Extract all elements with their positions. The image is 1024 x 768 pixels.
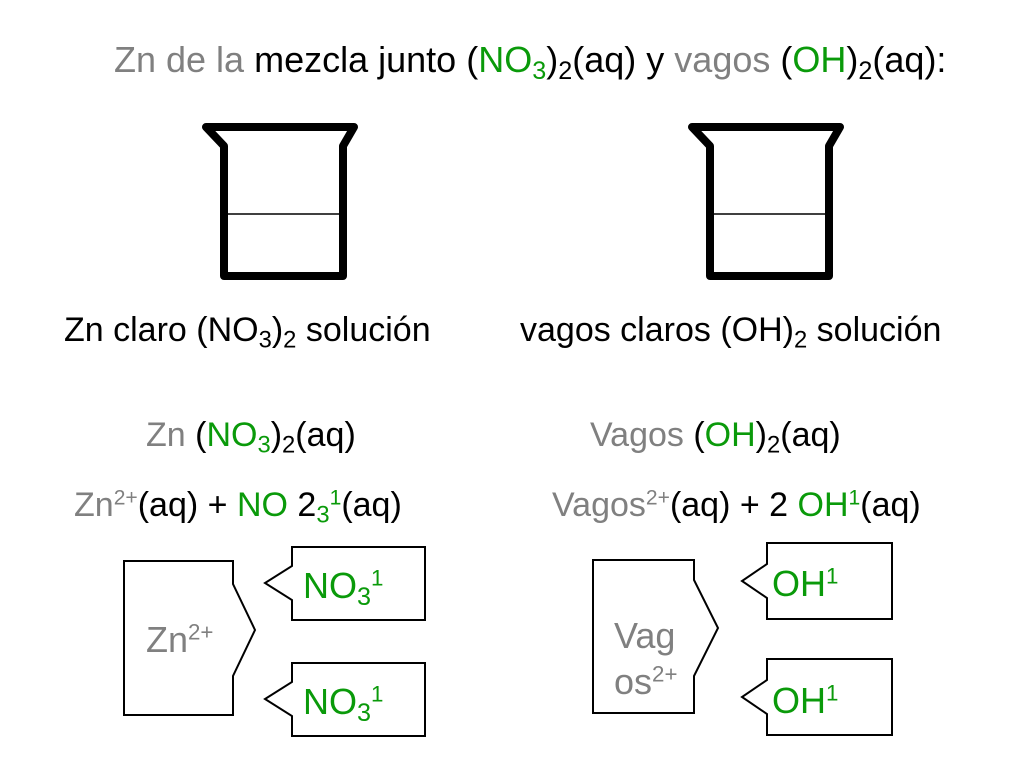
zn-cation-label: Zn2+	[146, 619, 214, 660]
vagos-cation-label-line1: Vag	[614, 615, 676, 656]
beaker-left-label: Zn claro (NO3)2 solución	[64, 311, 431, 354]
zn-cation-tile	[123, 560, 257, 716]
beaker-right-label: vagos claros (OH)2 solución	[520, 311, 942, 354]
nitrate-bottom-label: NO31	[303, 681, 384, 728]
hydroxide-bottom-label: OH1	[772, 680, 839, 721]
vagos-cation-tile	[592, 559, 720, 714]
vagos-cation-label-line2: os2+	[614, 661, 678, 702]
title-aq-y: (aq) y	[572, 39, 665, 80]
title-oh: OH	[792, 39, 847, 80]
title-no-sub: 3	[532, 57, 547, 86]
title-zn: Zn de la	[114, 39, 245, 80]
hydroxide-top-label: OH1	[772, 563, 839, 604]
nitrate-top-tile	[263, 546, 426, 621]
title-no: NO	[478, 39, 533, 80]
title-paren-close: )	[546, 39, 559, 80]
title-vagos: vagos	[674, 39, 771, 80]
beaker-right-icon	[688, 123, 844, 280]
right-dissociation: Vagos2+(aq) + 2 OH1(aq)	[552, 486, 921, 524]
nitrate-bottom-tile	[263, 662, 426, 737]
right-formula: Vagos (OH)2(aq)	[590, 416, 841, 459]
left-formula: Zn (NO3)2(aq)	[146, 416, 356, 459]
title-mid: mezcla junto	[254, 39, 457, 80]
title-paren-close2: )	[846, 39, 859, 80]
title: Zn de la mezcla junto (NO3)2(aq) y vagos…	[114, 39, 947, 84]
title-sub2: 2	[558, 57, 573, 86]
left-dissociation: Zn2+(aq) + NO 231(aq)	[74, 486, 402, 529]
title-sub2b: 2	[858, 57, 873, 86]
title-paren-open2: (	[780, 39, 793, 80]
hydroxide-bottom-tile	[740, 658, 893, 736]
title-aq-end: (aq):	[872, 39, 947, 80]
beaker-left-icon	[202, 123, 358, 280]
nitrate-top-label: NO31	[303, 565, 384, 612]
title-paren-open: (	[466, 39, 479, 80]
hydroxide-top-tile	[740, 542, 893, 620]
